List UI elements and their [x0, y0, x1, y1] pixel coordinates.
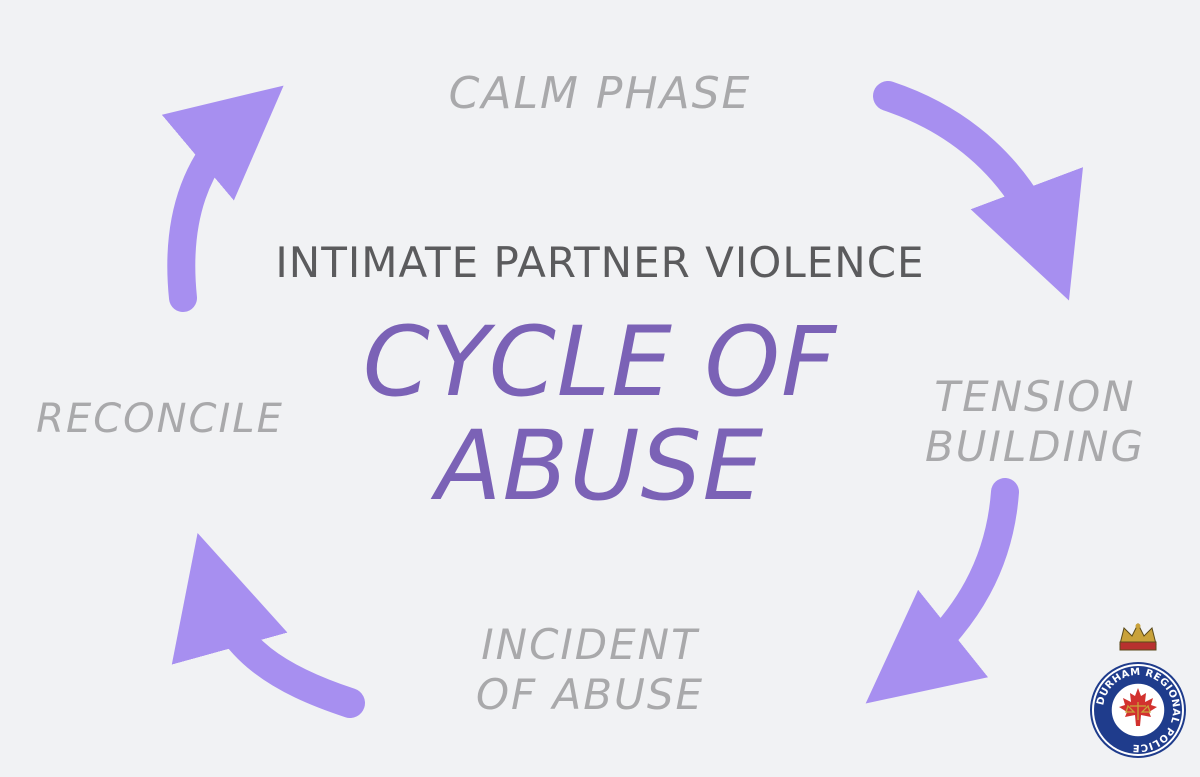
phase-incident-line1: INCIDENT: [481, 620, 699, 669]
phase-incident-line2: OF ABUSE: [475, 670, 705, 719]
scales-icon: [1125, 702, 1151, 720]
diagram-title-line2: ABUSE: [435, 410, 765, 522]
arrow-incident-to-reconcile: [171, 532, 365, 718]
crown-icon: [1119, 622, 1157, 651]
phase-tension-building: TENSION BUILDING: [910, 372, 1160, 472]
diagram-title-line1: CYCLE OF: [362, 306, 838, 418]
phase-calm-label: CALM PHASE: [448, 68, 752, 119]
phase-incident-of-abuse: INCIDENT OF ABUSE: [440, 620, 740, 720]
arrow-calm-to-tension: [873, 81, 1083, 301]
diagram-title: CYCLE OF ABUSE: [200, 310, 1000, 518]
arrow-tension-to-incident: [865, 478, 1019, 704]
diagram-subtitle: INTIMATE PARTNER VIOLENCE: [275, 238, 925, 287]
phase-calm: CALM PHASE: [420, 68, 780, 120]
phase-reconcile-label: RECONCILE: [36, 396, 284, 442]
durham-regional-police-logo: DURHAM REGIONAL POLICE: [1090, 622, 1186, 758]
phase-reconcile: RECONCILE: [30, 393, 290, 445]
phase-tension-line1: TENSION: [934, 372, 1136, 421]
phase-tension-line2: BUILDING: [924, 422, 1146, 471]
arrow-reconcile-to-calm: [161, 85, 284, 312]
